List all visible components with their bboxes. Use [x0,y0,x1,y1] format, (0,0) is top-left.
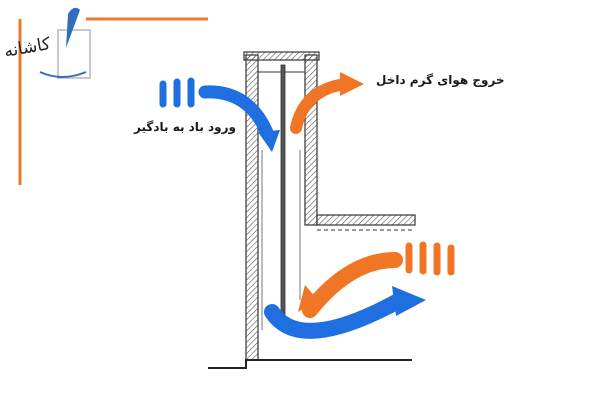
hot-air-outflow-arrow [290,72,364,134]
wind-inflow-label: ورود باد به بادگیر [134,120,236,134]
cool-air-room-arrow [264,286,426,339]
warm-air-rising-arrow [298,241,455,318]
hot-air-outflow-label: خروج هوای گرم داخل [376,73,505,87]
wind-inflow-arrow [159,77,280,152]
feather-pen-icon [66,7,80,48]
logo [18,7,208,185]
